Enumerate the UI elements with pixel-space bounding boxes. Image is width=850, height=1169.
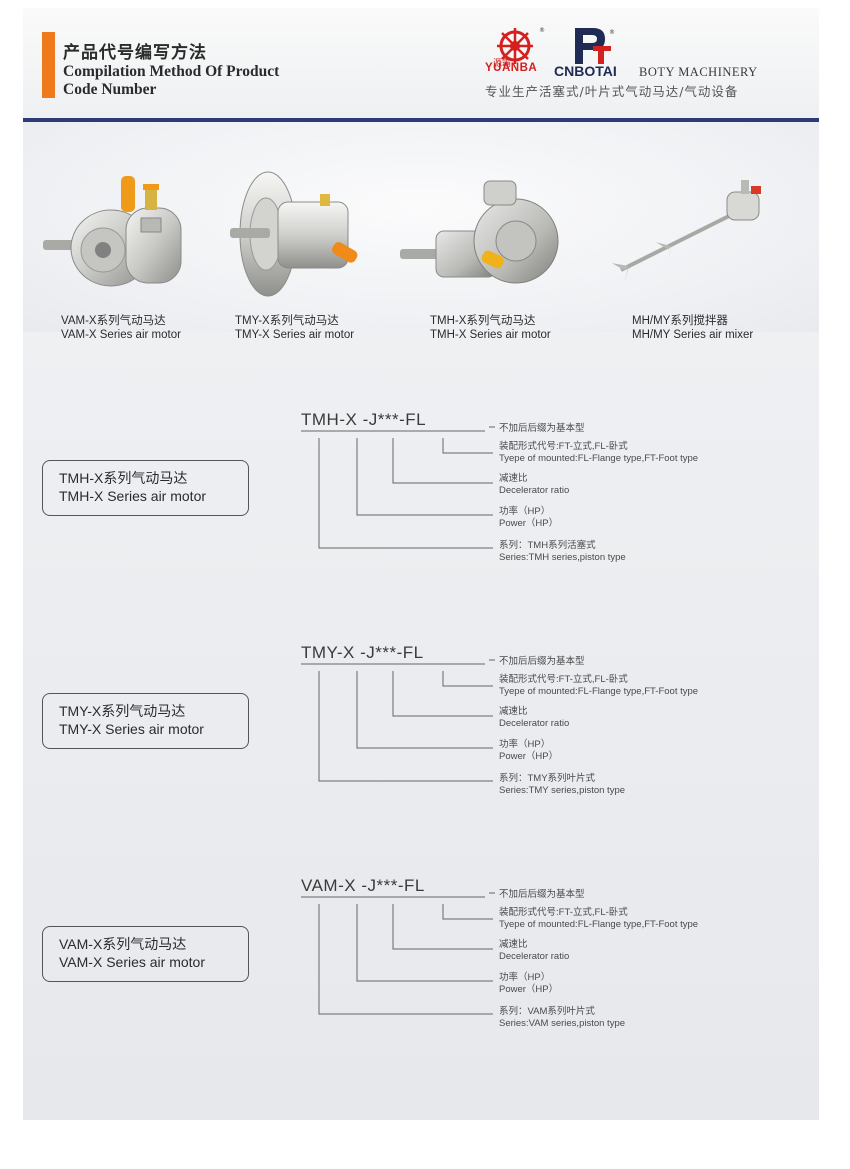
code-desc-basic: 不加后后缀为基本型: [499, 656, 585, 667]
desc-cn: 系列：TMY系列叶片式: [499, 773, 596, 784]
svg-text:®: ®: [539, 27, 545, 34]
section-label-cn: TMH-X系列气动马达: [59, 470, 188, 486]
desc-cn: 装配形式代号:FT-立式,FL-卧式: [499, 674, 628, 685]
model-code-vam: VAM-X -J***-FL: [301, 876, 425, 896]
brand-cnbotai: CNBOTAI: [554, 63, 617, 79]
svg-text:®: ®: [609, 29, 615, 36]
desc-cn: 功率（HP）: [499, 739, 551, 750]
cnbotai-logo-icon: ®: [575, 28, 615, 64]
title-accent-bar: [42, 32, 55, 98]
code-suffix: -J***-FL: [361, 876, 425, 895]
desc-en: Decelerator ratio: [499, 485, 570, 496]
catalog-page: 产品代号编写方法 Compilation Method Of Product C…: [23, 8, 819, 1120]
brand-yuanba: YUANBA: [485, 62, 538, 74]
desc-cn: 减速比: [499, 473, 528, 484]
code-desc-basic: 不加后后缀为基本型: [499, 423, 585, 434]
desc-cn: 功率（HP）: [499, 506, 551, 517]
page-title-en-line1: Compilation Method Of Product: [63, 63, 280, 80]
desc-en: Tyepe of mounted:FL-Flange type,FT-Foot …: [499, 686, 699, 697]
section-label-en: TMH-X Series air motor: [59, 488, 207, 504]
code-desc-ratio: 减速比 Decelerator ratio: [499, 939, 569, 963]
model-code-tmh: TMH-X -J***-FL: [301, 410, 426, 430]
desc-cn: 功率（HP）: [499, 972, 551, 983]
section-label-cn: TMY-X系列气动马达: [59, 703, 186, 719]
code-desc-mount: 装配形式代号:FT-立式,FL-卧式 Tyepe of mounted:FL-F…: [499, 674, 698, 698]
product-caption-en: TMY-X Series air motor: [235, 329, 355, 341]
vam-x-motor-image: [43, 176, 182, 287]
desc-cn: 减速比: [499, 706, 528, 717]
code-desc-mount: 装配形式代号:FT-立式,FL-卧式 Tyepe of mounted:FL-F…: [499, 441, 698, 465]
product-caption-cn: MH/MY系列搅拌器: [632, 315, 728, 327]
desc-en: Series:TMH series,piston type: [499, 552, 626, 563]
product-caption-en: VAM-X Series air motor: [61, 329, 181, 341]
code-desc-series: 系列：VAM系列叶片式 Series:VAM series,piston typ…: [499, 1006, 625, 1030]
product-caption-en: MH/MY Series air mixer: [632, 329, 754, 341]
desc-en: Power（HP）: [499, 984, 559, 995]
product-caption-tmy: TMY-X系列气动马达 TMY-X Series air motor: [235, 314, 354, 342]
code-leader-lines-vam: [301, 892, 495, 1015]
code-desc-power: 功率（HP） Power（HP）: [499, 506, 558, 530]
desc-cn: 装配形式代号:FT-立式,FL-卧式: [499, 907, 628, 918]
page-title-en-line2: Code Number: [63, 81, 157, 98]
code-suffix: -J***-FL: [362, 410, 427, 429]
model-code-tmy: TMY-X -J***-FL: [301, 643, 424, 663]
desc-cn: 装配形式代号:FT-立式,FL-卧式: [499, 441, 628, 452]
product-caption-en: TMH-X Series air motor: [430, 329, 551, 341]
desc-cn: 系列：TMH系列活塞式: [499, 540, 596, 551]
desc-en: Tyepe of mounted:FL-Flange type,FT-Foot …: [499, 453, 699, 464]
desc-en: Power（HP）: [499, 751, 559, 762]
code-prefix: TMY-X: [301, 643, 355, 662]
section-label-vam: VAM-X系列气动马达 VAM-X Series air motor: [42, 926, 249, 982]
page-header: 产品代号编写方法 Compilation Method Of Product C…: [23, 8, 819, 118]
product-caption-cn: TMH-X系列气动马达: [430, 315, 536, 327]
page-title-en: Compilation Method Of Product Code Numbe…: [63, 63, 363, 99]
product-caption-cn: TMY-X系列气动马达: [235, 315, 339, 327]
code-prefix: TMH-X: [301, 410, 358, 429]
tmh-x-motor-image: [400, 180, 559, 284]
page-title-cn: 产品代号编写方法: [63, 43, 207, 63]
product-caption-tmh: TMH-X系列气动马达 TMH-X Series air motor: [430, 314, 551, 342]
code-leader-lines-tmh: [301, 426, 495, 549]
code-desc-power: 功率（HP） Power（HP）: [499, 739, 558, 763]
product-caption-vam: VAM-X系列气动马达 VAM-X Series air motor: [61, 314, 181, 342]
code-leader-lines-tmy: [301, 659, 495, 782]
code-desc-basic: 不加后后缀为基本型: [499, 889, 585, 900]
desc-cn: 系列：VAM系列叶片式: [499, 1006, 595, 1017]
code-desc-ratio: 减速比 Decelerator ratio: [499, 706, 569, 730]
section-label-cn: VAM-X系列气动马达: [59, 936, 187, 952]
desc-cn: 减速比: [499, 939, 528, 950]
header-divider: [23, 118, 819, 122]
code-prefix: VAM-X: [301, 876, 357, 895]
code-suffix: -J***-FL: [360, 643, 424, 662]
yuanba-logo-icon: 源霸 ®: [493, 27, 545, 69]
code-desc-power: 功率（HP） Power（HP）: [499, 972, 558, 996]
code-desc-series: 系列：TMY系列叶片式 Series:TMY series,piston typ…: [499, 773, 625, 797]
brand-tagline: 专业生产活塞式/叶片式气动马达/气动设备: [485, 84, 739, 99]
section-label-tmy: TMY-X系列气动马达 TMY-X Series air motor: [42, 693, 249, 749]
product-caption-cn: VAM-X系列气动马达: [61, 315, 166, 327]
code-desc-mount: 装配形式代号:FT-立式,FL-卧式 Tyepe of mounted:FL-F…: [499, 907, 698, 931]
yuanba-logo-cn: 源霸: [493, 58, 511, 69]
product-caption-mixer: MH/MY系列搅拌器 MH/MY Series air mixer: [632, 314, 753, 342]
desc-en: Tyepe of mounted:FL-Flange type,FT-Foot …: [499, 919, 699, 930]
brand-boty-machinery: BOTY MACHINERY: [639, 65, 758, 79]
section-label-en: TMY-X Series air motor: [59, 721, 204, 737]
code-desc-ratio: 减速比 Decelerator ratio: [499, 473, 569, 497]
desc-en: Power（HP）: [499, 518, 559, 529]
code-desc-series: 系列：TMH系列活塞式 Series:TMH series,piston typ…: [499, 540, 626, 564]
desc-en: Decelerator ratio: [499, 951, 570, 962]
section-label-en: VAM-X Series air motor: [59, 954, 205, 970]
desc-en: Series:VAM series,piston type: [499, 1018, 626, 1029]
mixer-image: [612, 180, 761, 284]
tmy-x-motor-image: [230, 171, 358, 297]
section-label-tmh: TMH-X系列气动马达 TMH-X Series air motor: [42, 460, 249, 516]
desc-en: Series:TMY series,piston type: [499, 785, 626, 796]
desc-en: Decelerator ratio: [499, 718, 570, 729]
